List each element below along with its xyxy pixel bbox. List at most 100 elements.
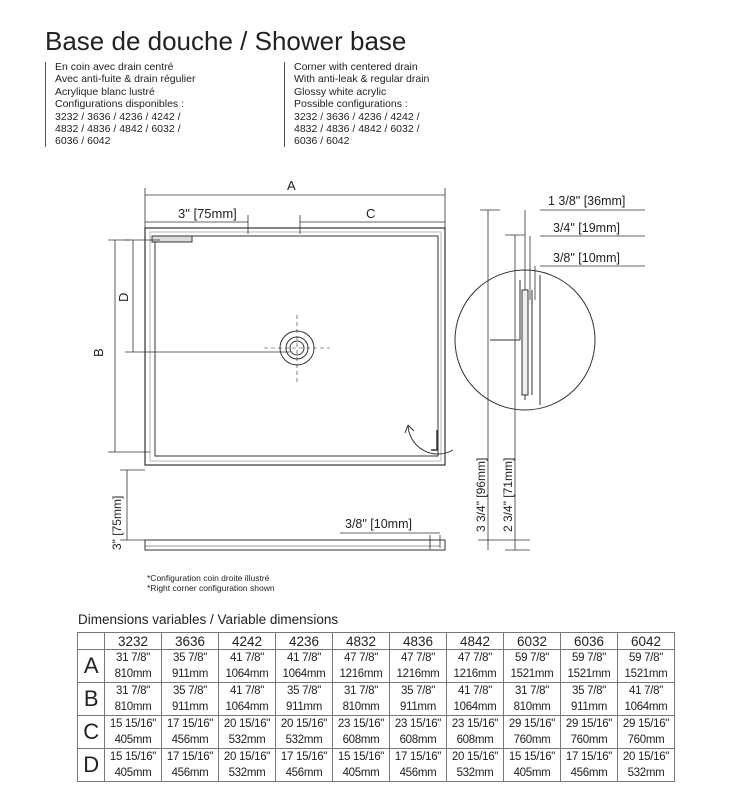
mm-value: 456mm — [399, 767, 437, 779]
label-a: A — [287, 178, 296, 193]
inches-value: 20 15/16" — [280, 718, 328, 730]
inches-value: 15 15/16" — [109, 718, 157, 730]
table-cell: 59 7/8"1521mm — [617, 649, 675, 683]
text: With anti-leak & regular drain — [294, 72, 430, 85]
inches-value: 31 7/8" — [116, 652, 150, 664]
label-b: B — [91, 348, 106, 357]
table-cell: 35 7/8"911mm — [161, 682, 219, 716]
table-cell: 47 7/8"1216mm — [389, 649, 447, 683]
table-cell: 29 15/16" 760mm — [560, 715, 618, 749]
mm-value: 911mm — [286, 701, 322, 713]
table-cell: 17 15/16"456mm — [161, 748, 219, 782]
table-cell: 20 15/16"532mm — [446, 748, 504, 782]
text: 3232 / 3636 / 4236 / 4242 / — [55, 111, 181, 124]
mm-value: 810mm — [114, 701, 152, 713]
inches-value: 17 15/16" — [166, 751, 214, 763]
mm-value: 1216mm — [396, 668, 440, 680]
table-cell: 29 15/16"760mm — [503, 715, 561, 749]
french-description: En coin avec drain centré Avec anti-fuit… — [45, 61, 275, 148]
table-cell: 59 7/8"1521mm — [503, 649, 561, 683]
mm-value: 456mm — [171, 734, 209, 746]
inches-value: 47 7/8" — [458, 652, 492, 664]
mm-value: 1216mm — [339, 668, 383, 680]
side-view — [144, 539, 446, 551]
mm-value: 1064mm — [225, 701, 269, 713]
inches-value: 23 15/16" — [394, 718, 442, 730]
row-label: C — [77, 715, 105, 749]
table-cell: 20 15/16"532mm — [218, 748, 276, 782]
mm-value: 1216mm — [453, 668, 497, 680]
label-19mm: 3/4" [19mm] — [553, 221, 620, 235]
inches-value: 17 15/16" — [280, 751, 328, 763]
inches-value: 31 7/8" — [515, 685, 549, 697]
mm-value: 532mm — [228, 734, 266, 746]
table-cell: 23 15/16"608mm — [332, 715, 390, 749]
shower-base-diagram: A 3" [75mm] C D B 3" [75mm] 1 3/8" [36mm… — [91, 178, 645, 593]
mm-value: 405mm — [114, 734, 152, 746]
table-cell: 20 15/16" 532mm — [617, 748, 675, 782]
column-header: 6032 — [503, 632, 561, 650]
column-header: 6036 — [560, 632, 618, 650]
inches-value: 15 15/16" — [337, 751, 385, 763]
inches-value: 15 15/16" — [508, 751, 556, 763]
table-cell: 23 15/16"608mm — [389, 715, 447, 749]
row-label: B — [77, 682, 105, 716]
label-d: D — [116, 293, 131, 302]
table-cell: 17 15/16"456mm — [275, 748, 333, 782]
mm-value: 608mm — [456, 734, 494, 746]
text: En coin avec drain centré — [55, 61, 174, 73]
table-cell: 35 7/8"911mm — [389, 682, 447, 716]
mm-value: 405mm — [342, 767, 380, 779]
table-cell: 15 15/16"405mm — [503, 748, 561, 782]
inches-value: 20 15/16" — [622, 751, 670, 763]
inches-value: 31 7/8" — [344, 685, 378, 697]
mm-value: 1521mm — [624, 668, 668, 680]
mm-value: 760mm — [513, 734, 551, 746]
mm-value: 911mm — [172, 701, 208, 713]
table-cell: 15 15/16" 405mm — [104, 748, 162, 782]
note-en: *Right corner configuration shown — [147, 583, 275, 593]
mm-value: 1064mm — [624, 701, 668, 713]
inches-value: 15 15/16" — [109, 751, 157, 763]
inches-value: 31 7/8" — [116, 685, 150, 697]
table-cell: 41 7/8"1064mm — [275, 649, 333, 683]
mm-value: 1521mm — [510, 668, 554, 680]
inches-value: 29 15/16" — [565, 718, 613, 730]
mm-value: 532mm — [627, 767, 665, 779]
table-cell: 23 15/16" 608mm — [446, 715, 504, 749]
table-cell: 31 7/8"810mm — [503, 682, 561, 716]
table-cell: 41 7/8" 1064mm — [218, 682, 276, 716]
label-71mm: 2 3/4" [71mm] — [501, 458, 515, 532]
table-cell: 29 15/16"760mm — [617, 715, 675, 749]
page-title: Base de douche / Shower base — [45, 26, 407, 56]
inches-value: 35 7/8" — [401, 685, 435, 697]
table-cell: 59 7/8"1521mm — [560, 649, 618, 683]
mm-value: 810mm — [114, 668, 152, 680]
inches-value: 17 15/16" — [166, 718, 214, 730]
mm-value: 532mm — [228, 767, 266, 779]
text: 6036 / 6042 — [294, 134, 350, 147]
inches-value: 41 7/8" — [230, 685, 264, 697]
inches-value: 41 7/8" — [629, 685, 663, 697]
label-3in: 3" [75mm] — [178, 206, 237, 221]
table-cell: 41 7/8" 1064mm — [617, 682, 675, 716]
text: Acrylique blanc lustré — [55, 86, 155, 99]
table-cell: 47 7/8"1216mm — [332, 649, 390, 683]
mm-value: 1064mm — [225, 668, 269, 680]
table-cell: 35 7/8"911mm — [560, 682, 618, 716]
label-36mm: 1 3/8" [36mm] — [548, 194, 625, 208]
table-cell: 20 15/16"532mm — [275, 715, 333, 749]
mm-value: 405mm — [114, 767, 152, 779]
table-title: Dimensions variables / Variable dimensio… — [78, 612, 339, 627]
inches-value: 23 15/16" — [451, 718, 499, 730]
inches-value: 23 15/16" — [337, 718, 385, 730]
mm-value: 760mm — [570, 734, 608, 746]
mm-value: 911mm — [571, 701, 607, 713]
column-header: 3232 — [104, 632, 162, 650]
table-cell: 35 7/8"911mm — [275, 682, 333, 716]
label-96mm: 3 3/4" [96mm] — [474, 458, 488, 532]
table-cell: 17 15/16" 456mm — [161, 715, 219, 749]
